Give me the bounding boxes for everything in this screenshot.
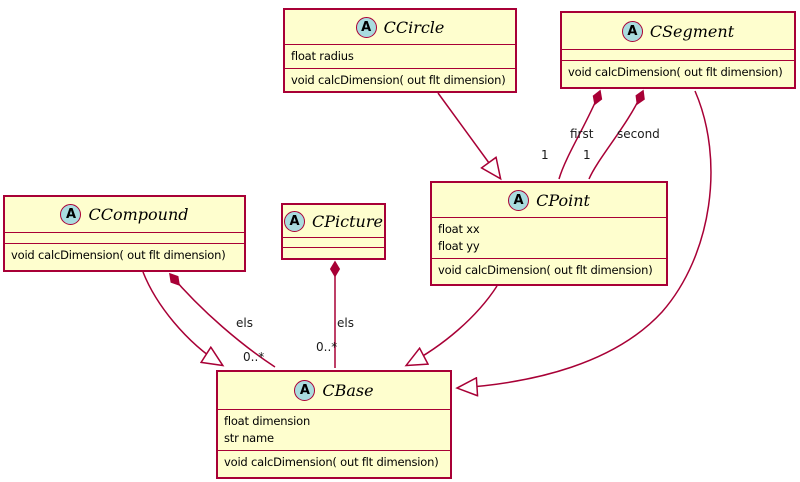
method: void calcDimension( out flt dimension) (568, 65, 783, 79)
edge-composition-csegment-first-cpoint (558, 89, 603, 180)
class-title-ccircle: A CCircle (285, 10, 515, 44)
abstract-class-icon: A (284, 210, 306, 232)
edge-generalization-cpoint-to-cbase (407, 285, 498, 365)
class-title-csegment: A CSegment (562, 13, 794, 49)
class-name-ccompound: CCompound (88, 205, 189, 224)
fields-section-ccompound (5, 232, 244, 243)
method: void calcDimension( out flt dimension) (438, 263, 653, 277)
abstract-class-icon: A (60, 204, 82, 225)
role-label-second: second (617, 127, 660, 141)
class-box-cbase: A CBase float dimension str name void ca… (216, 370, 452, 479)
class-box-cpoint: A CPoint float xx float yy void calcDime… (430, 181, 668, 286)
role-label-first: first (570, 127, 594, 141)
class-title-cbase: A CBase (218, 372, 450, 409)
edge-generalization-ccircle-to-cpoint (437, 92, 500, 178)
methods-section-csegment: void calcDimension( out flt dimension) (562, 60, 794, 87)
methods-section-ccompound: void calcDimension( out flt dimension) (5, 243, 244, 270)
fields-section-csegment (562, 49, 794, 60)
field: float dimension (224, 414, 311, 428)
class-box-cpicture: A CPicture (281, 203, 386, 260)
edge-generalization-csegment-to-cbase (458, 90, 712, 388)
role-label-els-compound: els (236, 316, 253, 330)
class-name-cpicture: CPicture (312, 211, 383, 231)
multiplicity-label-second: 1 (583, 148, 591, 162)
class-box-csegment: A CSegment void calcDimension( out flt d… (560, 11, 796, 89)
methods-section-ccircle: void calcDimension( out flt dimension) (285, 68, 515, 92)
abstract-class-icon: A (621, 20, 643, 42)
multiplicity-label-compound: 0..* (243, 350, 265, 364)
class-title-ccompound: A CCompound (5, 197, 244, 232)
class-box-ccompound: A CCompound void calcDimension( out flt … (3, 195, 246, 272)
method: void calcDimension( out flt dimension) (291, 73, 506, 87)
field: float yy (438, 239, 480, 253)
class-name-ccircle: CCircle (383, 17, 445, 37)
abstract-class-icon: A (294, 380, 316, 401)
class-title-cpicture: A CPicture (283, 205, 384, 237)
field: float xx (438, 222, 480, 236)
class-box-ccircle: A CCircle float radius void calcDimensio… (283, 8, 517, 93)
class-name-cpoint: CPoint (536, 190, 590, 210)
methods-section-cpicture (283, 247, 384, 258)
method: void calcDimension( out flt dimension) (224, 455, 439, 469)
methods-section-cbase: void calcDimension( out flt dimension) (218, 450, 450, 477)
method: void calcDimension( out flt dimension) (11, 248, 226, 262)
abstract-class-icon: A (508, 189, 530, 211)
edge-composition-ccompound-cbase (169, 272, 276, 368)
edge-generalization-ccompound-to-cbase (142, 271, 222, 365)
class-name-csegment: CSegment (649, 21, 735, 41)
fields-section-cbase: float dimension str name (218, 409, 450, 450)
class-title-cpoint: A CPoint (432, 183, 666, 217)
field: str name (224, 431, 274, 445)
role-label-els-picture: els (337, 316, 354, 330)
field: float radius (291, 49, 354, 63)
fields-section-cpicture (283, 237, 384, 247)
multiplicity-label-picture: 0..* (316, 340, 338, 354)
class-name-cbase: CBase (322, 381, 374, 400)
methods-section-cpoint: void calcDimension( out flt dimension) (432, 258, 666, 284)
fields-section-ccircle: float radius (285, 44, 515, 68)
multiplicity-label-first: 1 (541, 148, 549, 162)
abstract-class-icon: A (355, 16, 377, 38)
edge-composition-csegment-second-cpoint (588, 89, 645, 180)
fields-section-cpoint: float xx float yy (432, 217, 666, 258)
